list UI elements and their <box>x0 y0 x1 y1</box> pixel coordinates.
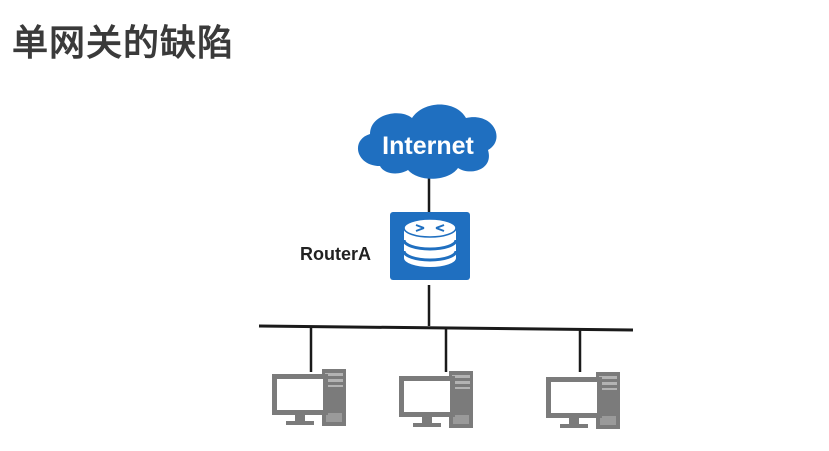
internet-label: Internet <box>382 132 474 160</box>
router-icon <box>390 212 470 280</box>
page-title: 单网关的缺陷 <box>12 23 235 64</box>
pc-icon <box>546 372 620 429</box>
pc-icon <box>399 371 473 428</box>
router-label: RouterA <box>300 244 371 264</box>
cloud-icon <box>357 104 497 179</box>
pc-icon <box>272 369 346 426</box>
